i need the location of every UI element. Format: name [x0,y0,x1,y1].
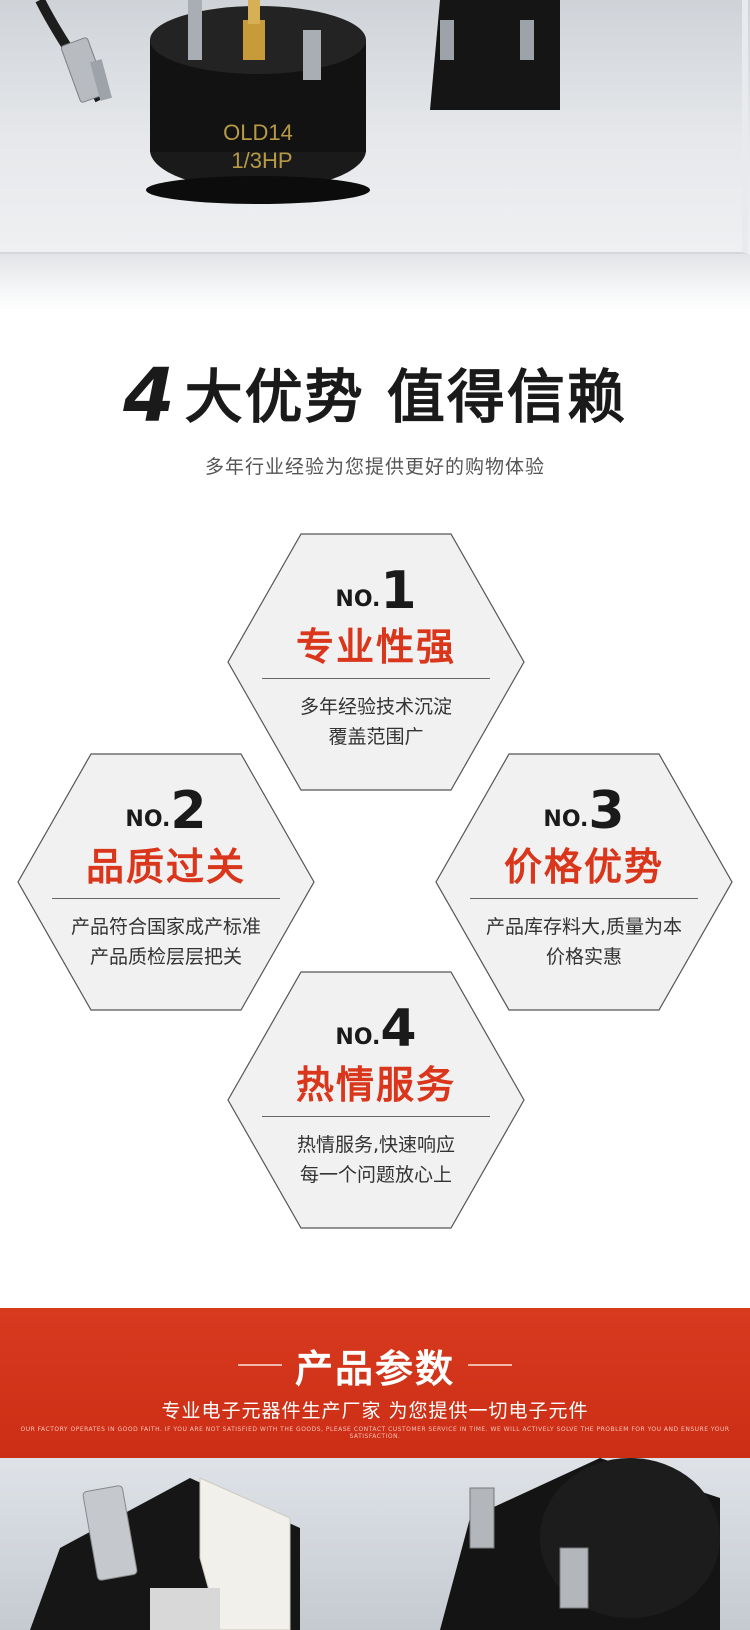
section-subtitle: 多年行业经验为您提供更好的购物体验 [204,456,545,478]
product-label-model: OLD14 [223,120,293,145]
hexagon-shape [227,971,525,1229]
advantage-number: NO.4 [226,1003,526,1063]
advantage-card-2: NO.2 品质过关 产品符合国家成产标准 产品质检层层把关 [16,752,316,1012]
advantage-number: NO.3 [434,785,734,845]
advantage-description: 产品符合国家成产标准 产品质检层层把关 [16,912,316,972]
advantage-card-4: NO.4 热情服务 热情服务,快速响应 每一个问题放心上 [226,970,526,1230]
description-line-2: 价格实惠 [545,946,622,968]
heading-title: 大优势 值得信赖 [184,363,627,431]
banner-fine-print: OUR FACTORY OPERATES IN GOOD FAITH. IF Y… [20,1426,730,1440]
banner-line-left [238,1364,282,1366]
advantage-title: 专业性强 [295,625,456,669]
advantage-description: 热情服务,快速响应 每一个问题放心上 [226,1130,526,1190]
product-photo-top: OLD14 1/3HP [0,0,750,254]
number-prefix: NO. [125,807,171,832]
advantage-title: 品质过关 [85,845,246,889]
advantage-card-1: NO.1 专业性强 多年经验技术沉淀 覆盖范围广 [226,532,526,792]
shadow-band [0,254,750,314]
banner-title: 产品参数 [294,1347,455,1391]
number-value: 2 [170,781,207,841]
heading-number: 4 [123,353,177,439]
advantage-description: 产品库存料大,质量为本 价格实惠 [434,912,734,972]
advantage-title: 价格优势 [503,845,664,889]
description-line-1: 热情服务,快速响应 [296,1134,456,1156]
advantage-title: 热情服务 [295,1063,456,1107]
divider [262,1116,490,1117]
number-prefix: NO. [543,807,589,832]
description-line-1: 产品库存料大,质量为本 [485,916,683,938]
number-value: 4 [380,999,417,1059]
product-label-rating: 1/3HP [231,148,292,173]
description-line-1: 多年经验技术沉淀 [299,696,452,718]
divider [262,678,490,679]
description-line-2: 产品质检层层把关 [89,946,242,968]
number-value: 3 [588,781,625,841]
hexagon-shape [227,533,525,791]
number-prefix: NO. [335,587,381,612]
number-value: 1 [380,561,417,621]
advantage-number: NO.2 [16,785,316,845]
product-illustration-top: OLD14 1/3HP [35,0,560,204]
product-photo-bottom [0,1458,750,1630]
photo-frame [0,0,748,254]
number-prefix: NO. [335,1025,381,1050]
description-line-2: 每一个问题放心上 [299,1164,452,1186]
advantage-description: 多年经验技术沉淀 覆盖范围广 [226,692,526,752]
description-line-1: 产品符合国家成产标准 [70,916,261,938]
product-illustration-bottom [30,1458,720,1630]
hexagon-shape [435,753,733,1011]
hexagon-shape [17,753,315,1011]
advantage-number: NO.1 [226,565,526,625]
description-line-2: 覆盖范围广 [328,726,424,748]
divider [470,898,698,899]
advantage-card-3: NO.3 价格优势 产品库存料大,质量为本 价格实惠 [434,752,734,1012]
divider [52,898,280,899]
banner-line-right [468,1364,512,1366]
banner-subtitle: 专业电子元器件生产厂家 为您提供一切电子元件 [161,1400,589,1422]
product-params-banner: 产品参数 专业电子元器件生产厂家 为您提供一切电子元件 OUR FACTORY … [0,1308,750,1458]
